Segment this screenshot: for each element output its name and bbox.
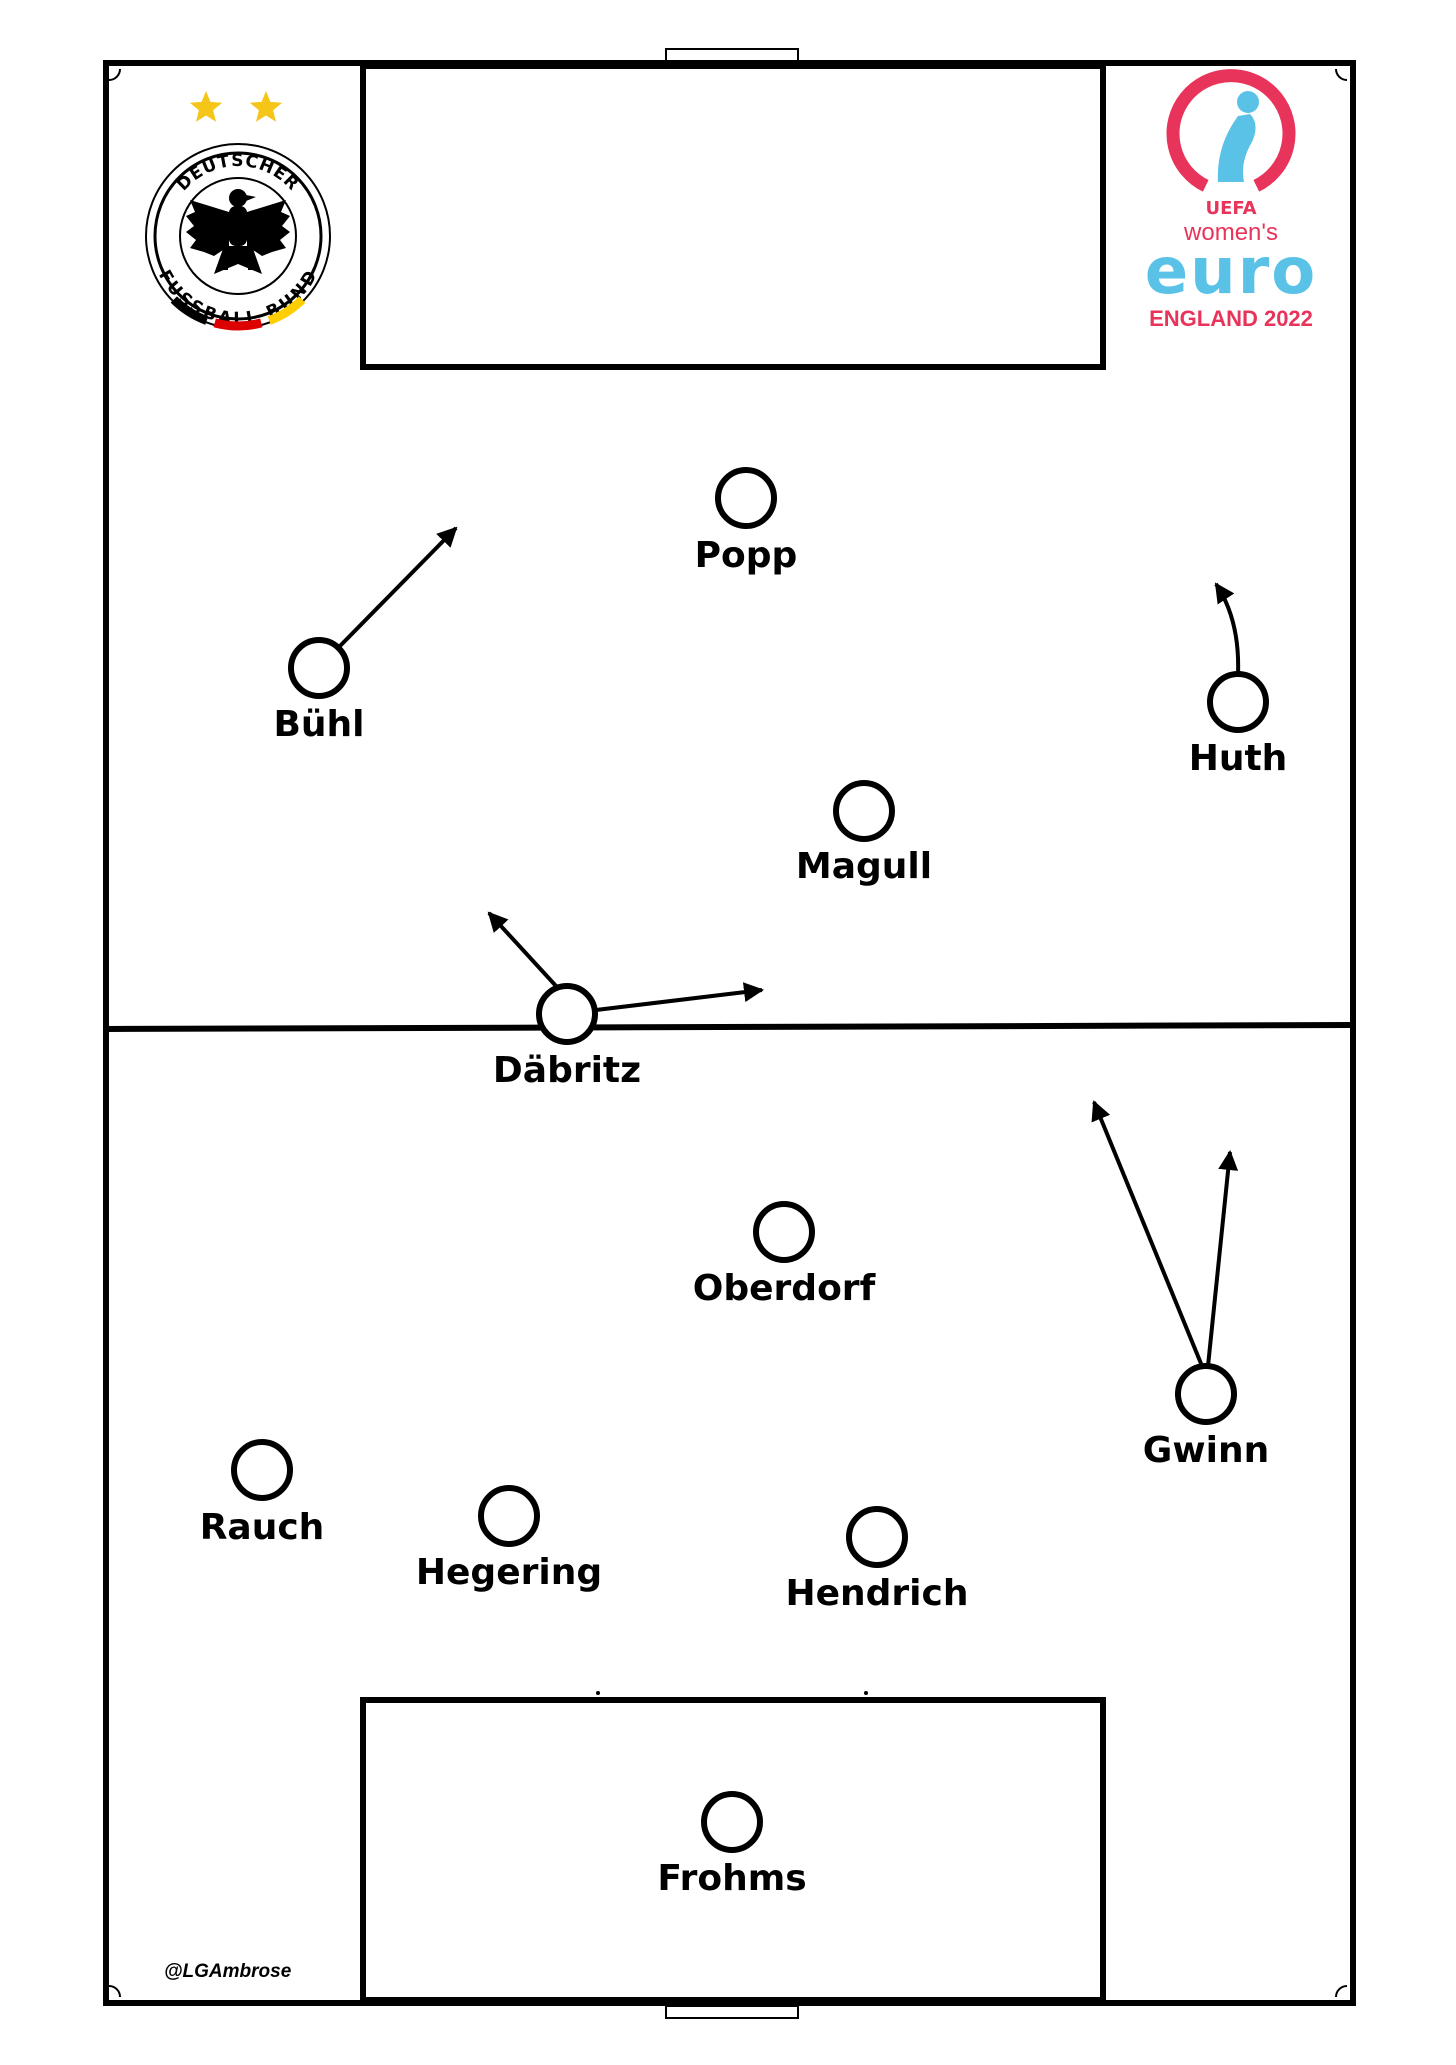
player-marker-buhl	[288, 637, 350, 699]
player-marker-dabritz	[536, 983, 598, 1045]
womens-text: women's	[1183, 219, 1278, 246]
player-label-gwinn: Gwinn	[1143, 1430, 1269, 1471]
uefa-text: UEFA	[1205, 198, 1256, 219]
player-label-dabritz: Däbritz	[493, 1050, 641, 1091]
author-credit: @LGAmbrose	[164, 1961, 292, 1982]
player-label-oberdorf: Oberdorf	[693, 1268, 876, 1309]
flag-stripe-black	[170, 296, 209, 325]
player-label-popp: Popp	[695, 535, 798, 576]
penalty-area-top	[360, 63, 1106, 370]
player-marker-gwinn	[1175, 1363, 1237, 1425]
euro-wordmark: euro	[1145, 235, 1318, 309]
arrow-dabritz-run-left	[487, 911, 558, 988]
arrow-gwinn-run-forward	[1206, 1150, 1239, 1367]
player-marker-popp	[715, 467, 777, 529]
corner-arc-bottom-right	[1335, 1985, 1348, 1998]
corner-arc-top-left	[108, 68, 121, 81]
player-marker-hendrich	[846, 1506, 908, 1568]
corner-arc-bottom-left	[108, 1985, 121, 1998]
player-marker-rauch	[231, 1439, 293, 1501]
flag-stripe-gold	[267, 296, 306, 325]
player-markers	[231, 467, 1269, 1853]
arrow-buhl-run	[338, 526, 458, 648]
womens-euro-logo: UEFA women's euro ENGLAND 2022	[1145, 69, 1318, 331]
goal-bottom	[665, 2005, 799, 2019]
pitch-lines	[103, 60, 1356, 2006]
dfb-logo: DEUTSCHER FUSSBALL-BUND	[145, 91, 331, 331]
penalty-area-bottom	[360, 1697, 1106, 2003]
star-icon	[189, 91, 223, 122]
player-label-buhl: Bühl	[273, 704, 364, 745]
player-label-rauch: Rauch	[200, 1507, 325, 1548]
penalty-spots	[596, 1691, 868, 1695]
eagle-icon	[186, 189, 290, 274]
euro-arc	[1166, 69, 1296, 192]
host-text: ENGLAND 2022	[1149, 306, 1313, 331]
halfway-line	[105, 1022, 1354, 1032]
goal-top	[665, 48, 799, 62]
player-label-magull: Magull	[796, 846, 932, 887]
player-label-hendrich: Hendrich	[785, 1573, 968, 1614]
arrow-dabritz-run-right	[595, 982, 764, 1012]
pitch-boundary	[103, 60, 1356, 2006]
trophy-figure-icon	[1217, 91, 1259, 182]
player-marker-hegering	[478, 1485, 540, 1547]
player-label-frohms: Frohms	[657, 1858, 806, 1899]
corner-arcs	[108, 68, 1348, 1998]
arrow-huth-run	[1214, 582, 1241, 675]
player-label-hegering: Hegering	[416, 1552, 602, 1593]
corner-arc-top-right	[1335, 68, 1348, 81]
arrow-gwinn-run-wide	[1091, 1100, 1204, 1367]
movement-arrows	[338, 526, 1241, 1367]
player-marker-huth	[1207, 671, 1269, 733]
flag-stripe-red	[213, 318, 263, 331]
goals	[665, 48, 799, 2019]
penalty-spot-right	[864, 1691, 868, 1695]
penalty-spot-left	[596, 1691, 600, 1695]
player-marker-oberdorf	[753, 1201, 815, 1263]
player-marker-frohms	[701, 1791, 763, 1853]
star-icon	[249, 91, 283, 122]
player-labels: Popp Bühl Huth Magull Däbritz Oberdorf G…	[200, 535, 1288, 1899]
player-label-huth: Huth	[1189, 738, 1288, 779]
crest-center-ring	[179, 177, 297, 295]
flag-stripes	[170, 296, 306, 331]
crest-inner-ring	[153, 151, 323, 321]
player-marker-magull	[833, 780, 895, 842]
